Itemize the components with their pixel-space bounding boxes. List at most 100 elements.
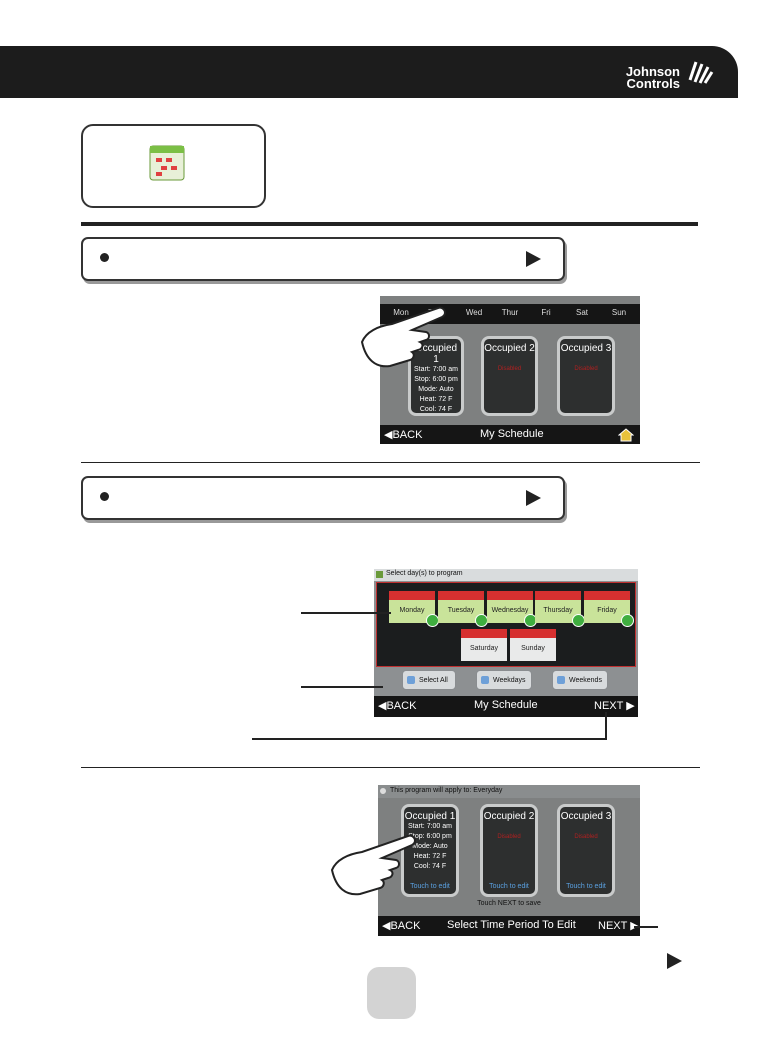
tab-day-fri[interactable]: Fri (541, 308, 551, 317)
tab-day-sun[interactable]: Sun (611, 308, 627, 317)
card-start: Start: 7:00 am (408, 823, 452, 830)
day-label: Sunday (521, 645, 545, 652)
back-button[interactable]: ◀BACK (382, 920, 421, 932)
day-label: Wednesday (491, 607, 529, 614)
arrow-right-icon (526, 251, 541, 267)
day-sunday[interactable]: Sunday (510, 629, 556, 661)
save-hint: Touch NEXT to save (477, 900, 541, 907)
card-stop: Stop: 6:00 pm (408, 833, 452, 840)
card-title: Occupied 2 (484, 343, 535, 354)
thermostat-screen-schedule: Mon Tues Wed Thur Fri Sat Sun Occupied 1… (380, 296, 640, 444)
apply-header: This program will apply to: Everyday (378, 785, 640, 798)
day-label: Friday (597, 607, 617, 614)
card-title: Occupied 1 (414, 343, 458, 365)
day-selection-panel: Monday Tuesday Wednesday Thursday Friday… (376, 582, 636, 667)
touch-to-edit-label: Touch to edit (489, 883, 529, 890)
johnson-controls-logo-icon (688, 61, 714, 84)
card-title: Occupied 2 (483, 811, 535, 822)
day-tuesday[interactable]: Tuesday (438, 591, 488, 627)
apply-title: This program will apply to: Everyday (390, 787, 503, 794)
bullet-dot (100, 253, 109, 262)
period-card-occupied-3[interactable]: Occupied 3 Disabled (557, 336, 615, 416)
select-days-title: Select day(s) to program (386, 570, 463, 577)
card-stop: Stop: 6:00 pm (414, 376, 458, 383)
screen-title: Select Time Period To Edit (447, 919, 576, 931)
pointing-hand-icon (330, 834, 416, 896)
bullet-dot (100, 492, 109, 501)
card-cool: Cool: 74 F (419, 406, 453, 413)
card-mode: Mode: Auto (418, 386, 454, 393)
card-disabled-label: Disabled (497, 834, 521, 840)
screen-title: My Schedule (474, 699, 538, 711)
day-saturday[interactable]: Saturday (461, 629, 507, 661)
tab-day-thur[interactable]: Thur (501, 308, 519, 317)
next-button[interactable]: NEXT ▶ (598, 920, 639, 932)
card-cool: Cool: 74 F (413, 863, 447, 870)
day-label: Thursday (543, 607, 573, 614)
card-disabled-label: Disabled (574, 834, 598, 840)
pointing-hand-icon (360, 306, 446, 368)
day-label: Tuesday (447, 607, 475, 614)
weekdays-button[interactable]: Weekdays (476, 670, 532, 690)
screen-bottom-bar: ◀BACK My Schedule NEXT ▶ (374, 696, 638, 717)
back-button[interactable]: ◀BACK (378, 700, 417, 712)
step-pill-2 (81, 476, 565, 520)
callout-line-days (301, 612, 391, 614)
period-card-occupied-3[interactable]: Occupied 3 Disabled Touch to edit (557, 804, 615, 897)
back-button[interactable]: ◀BACK (384, 429, 423, 441)
continue-arrow-icon (667, 953, 682, 969)
brand-logo-text: Johnson Controls (625, 64, 680, 91)
select-days-header: Select day(s) to program (374, 569, 638, 581)
card-title: Occupied 1 (404, 811, 456, 822)
screen-title: My Schedule (480, 428, 544, 440)
card-title: Occupied 3 (560, 343, 612, 354)
check-icon (621, 614, 634, 627)
day-label: Monday (399, 607, 425, 614)
weekends-button[interactable]: Weekends (552, 670, 608, 690)
callout-line-next (252, 738, 607, 740)
thermostat-screen-select-days: Select day(s) to program Monday Tuesday … (374, 569, 638, 717)
day-label: Saturday (469, 645, 499, 652)
logo-line-2: Controls (626, 76, 680, 91)
page-number-tab (367, 967, 416, 1019)
day-wednesday[interactable]: Wednesday (487, 591, 537, 627)
calendar-small-icon (376, 571, 383, 578)
callout-line-next-vertical (605, 712, 607, 740)
card-heat: Heat: 72 F (419, 396, 453, 403)
touch-to-edit-label: Touch to edit (410, 883, 450, 890)
period-card-occupied-2[interactable]: Occupied 2 Disabled (481, 336, 538, 416)
home-icon[interactable] (618, 427, 634, 442)
section-divider (81, 462, 700, 463)
touch-to-edit-label: Touch to edit (566, 883, 606, 890)
period-card-occupied-1[interactable]: Occupied 1 Start: 7:00 am Stop: 6:00 pm … (401, 804, 459, 897)
info-dot-icon (380, 788, 386, 794)
logo-line-1: Johnson (625, 64, 680, 79)
day-friday[interactable]: Friday (584, 591, 634, 627)
period-card-occupied-2[interactable]: Occupied 2 Disabled Touch to edit (480, 804, 538, 897)
section-divider-thick (81, 222, 698, 226)
screen-bottom-bar: ◀BACK My Schedule (380, 425, 640, 444)
callout-line-buttons (301, 686, 383, 688)
day-monday[interactable]: Monday (389, 591, 439, 627)
day-thursday[interactable]: Thursday (535, 591, 585, 627)
card-mode: Mode: Auto (412, 843, 448, 850)
screen-bottom-bar: ◀BACK Select Time Period To Edit NEXT ▶ (378, 916, 640, 936)
schedule-icon-box (81, 124, 266, 208)
calendar-icon (149, 145, 185, 181)
tab-day-wed[interactable]: Wed (465, 308, 483, 317)
next-button[interactable]: NEXT ▶ (594, 700, 635, 712)
card-disabled-label: Disabled (497, 366, 522, 372)
section-divider (81, 767, 700, 768)
card-start: Start: 7:00 am (414, 366, 458, 373)
card-heat: Heat: 72 F (413, 853, 447, 860)
card-title: Occupied 3 (560, 811, 612, 822)
tab-day-mon[interactable]: Mon (393, 308, 409, 317)
tab-day-sat[interactable]: Sat (575, 308, 588, 317)
step-pill-1 (81, 237, 565, 281)
thermostat-screen-select-period: This program will apply to: Everyday Occ… (378, 785, 640, 936)
select-all-button[interactable]: Select All (402, 670, 456, 690)
card-disabled-label: Disabled (574, 366, 598, 372)
header-bar: Johnson Controls (0, 46, 738, 98)
callout-line-next-2 (634, 926, 658, 928)
arrow-right-icon (526, 490, 541, 506)
